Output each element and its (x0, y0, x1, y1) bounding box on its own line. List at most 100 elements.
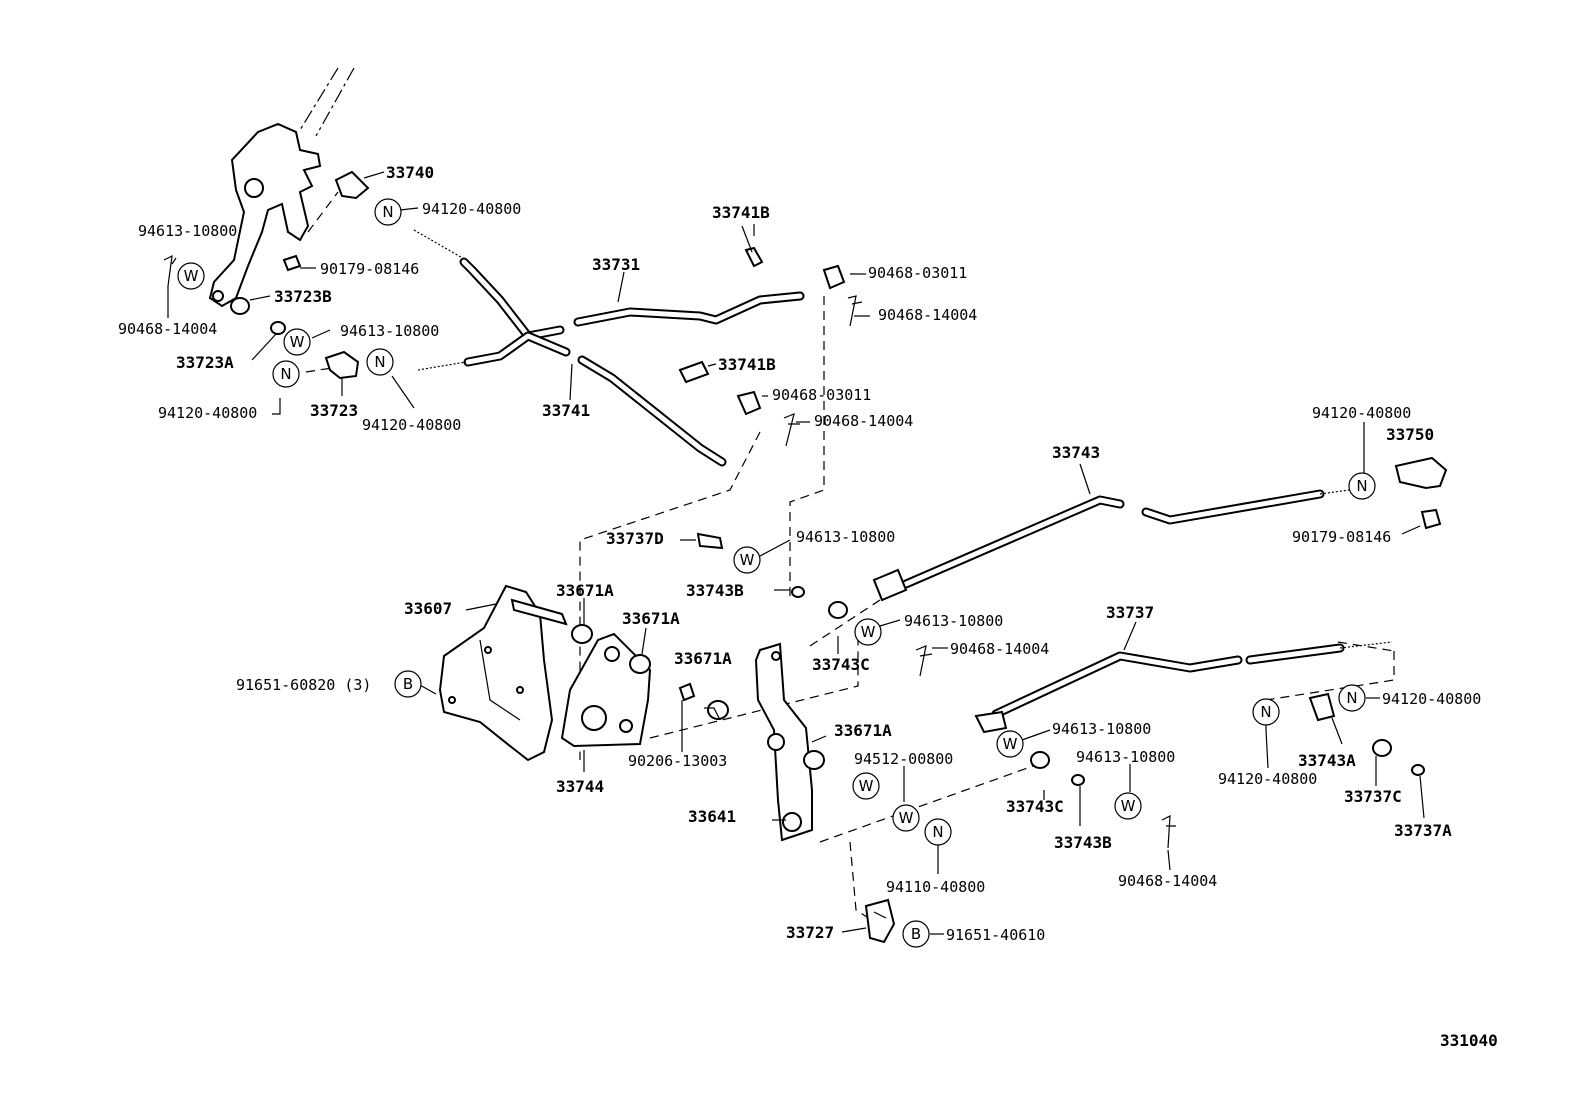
rod-33731 (573, 291, 805, 327)
label-33671A-c: 33671A (674, 649, 732, 668)
label-33743: 33743 (1052, 443, 1100, 462)
label-90468-14004-d: 90468-14004 (950, 640, 1049, 658)
washer-symbol-1 (177, 262, 205, 290)
nut-symbol-7 (924, 818, 952, 846)
washer-symbol-6 (852, 772, 880, 800)
washer-symbol-6-text: W (859, 777, 874, 795)
nut-symbol-5 (1338, 684, 1366, 712)
label-94613-10800-d: 94613-10800 (904, 612, 1003, 630)
selector-rod-upper (413, 229, 565, 341)
selector-rod-lower (417, 331, 571, 371)
label-33750: 33750 (1386, 425, 1434, 444)
label-90206-13003: 90206-13003 (628, 752, 727, 770)
label-33741B-a: 33741B (712, 203, 770, 222)
washer-symbol-8 (892, 804, 920, 832)
washer-symbol-4-text: W (861, 623, 876, 641)
label-90179-08146-a: 90179-08146 (320, 260, 419, 278)
washer-symbol-5 (996, 730, 1024, 758)
label-94613-10800-c: 94613-10800 (796, 528, 895, 546)
label-33671A-d: 33671A (834, 721, 892, 740)
washer-symbol-5-text: W (1003, 735, 1018, 753)
nut-symbol-6-text: N (1260, 703, 1271, 721)
washer-symbol-3-text: W (740, 551, 755, 569)
bolt-symbol-2 (902, 920, 930, 948)
label-33737: 33737 (1106, 603, 1154, 622)
label-94512-00800: 94512-00800 (854, 750, 953, 768)
label-33740: 33740 (386, 163, 434, 182)
label-33743A: 33743A (1298, 751, 1356, 770)
bolt-symbol-1 (394, 670, 422, 698)
label-91651-60820: 91651-60820 (3) (236, 676, 371, 694)
label-33741: 33741 (542, 401, 590, 420)
symbol-circles: N W W N N N W W B N N W W W W N B (177, 198, 1376, 948)
label-94120-40800-f: 94120-40800 (1218, 770, 1317, 788)
label-33743C-a: 33743C (812, 655, 870, 674)
bolt-symbol-1-text: B (403, 675, 413, 693)
label-33741B-b: 33741B (718, 355, 776, 374)
label-90468-03011-a: 90468-03011 (868, 264, 967, 282)
washer-symbol-2 (283, 328, 311, 356)
washer-symbol-1-text: W (184, 267, 199, 285)
bolt-symbol-2-text: B (911, 925, 921, 943)
label-94120-40800-b: 94120-40800 (158, 404, 257, 422)
label-94613-10800-f: 94613-10800 (1076, 748, 1175, 766)
leader-lines (167, 171, 1425, 935)
label-33723: 33723 (310, 401, 358, 420)
label-33607: 33607 (404, 599, 452, 618)
plate-33744 (560, 632, 652, 748)
label-33723A: 33723A (176, 353, 234, 372)
nut-symbol-7-text: N (932, 823, 943, 841)
bracket-33607 (438, 584, 568, 762)
nut-symbol-3-text: N (280, 365, 291, 383)
label-33743B-a: 33743B (686, 581, 744, 600)
nut-symbol-6 (1252, 698, 1280, 726)
label-33671A-a: 33671A (556, 581, 614, 600)
nut-symbol-3 (272, 360, 300, 388)
label-33737D: 33737D (606, 529, 664, 548)
label-94120-40800-c: 94120-40800 (362, 416, 461, 434)
label-33737A: 33737A (1394, 821, 1452, 840)
label-90468-03011-b: 90468-03011 (772, 386, 871, 404)
label-90468-14004-b: 90468-14004 (878, 306, 977, 324)
washer-symbol-4 (854, 618, 882, 646)
label-94613-10800-b: 94613-10800 (340, 322, 439, 340)
label-91651-40610: 91651-40610 (946, 926, 1045, 944)
nut-symbol-4 (1348, 472, 1376, 500)
shift-lever-arm (208, 122, 322, 308)
label-90179-08146-b: 90179-08146 (1292, 528, 1391, 546)
label-94120-40800-d: 94120-40800 (1312, 404, 1411, 422)
washer-symbol-7 (1114, 792, 1142, 820)
nut-symbol-2 (366, 348, 394, 376)
rod-33741 (577, 355, 727, 467)
label-33641: 33641 (688, 807, 736, 826)
washer-symbol-8-text: W (899, 809, 914, 827)
label-33731: 33731 (592, 255, 640, 274)
label-94613-10800-a: 94613-10800 (138, 222, 237, 240)
nut-symbol-2-text: N (374, 353, 385, 371)
small-parts (163, 170, 1448, 849)
lever-33641 (754, 642, 813, 842)
nut-symbol-1 (374, 198, 402, 226)
nut-symbol-1-text: N (382, 203, 393, 221)
part-labels: 33740 94120-40800 94613-10800 90179-0814… (118, 163, 1498, 1050)
nut-symbol-4-text: N (1356, 477, 1367, 495)
figure-code: 331040 (1440, 1031, 1498, 1050)
washer-symbol-3 (733, 546, 761, 574)
clip-33727 (864, 898, 896, 944)
washer-symbol-7-text: W (1121, 797, 1136, 815)
label-33671A-b: 33671A (622, 609, 680, 628)
label-90468-14004-a: 90468-14004 (118, 320, 217, 338)
label-90468-14004-c: 90468-14004 (814, 412, 913, 430)
label-33723B: 33723B (274, 287, 332, 306)
label-33737C: 33737C (1344, 787, 1402, 806)
rod-33737 (974, 641, 1393, 734)
label-94120-40800-e: 94120-40800 (1382, 690, 1481, 708)
label-33743B-b: 33743B (1054, 833, 1112, 852)
rod-33743 (901, 487, 1365, 589)
label-94120-40800-a: 94120-40800 (422, 200, 521, 218)
nut-symbol-5-text: N (1346, 689, 1357, 707)
label-90468-14004-e: 90468-14004 (1118, 872, 1217, 890)
washer-symbol-2-text: W (290, 333, 305, 351)
